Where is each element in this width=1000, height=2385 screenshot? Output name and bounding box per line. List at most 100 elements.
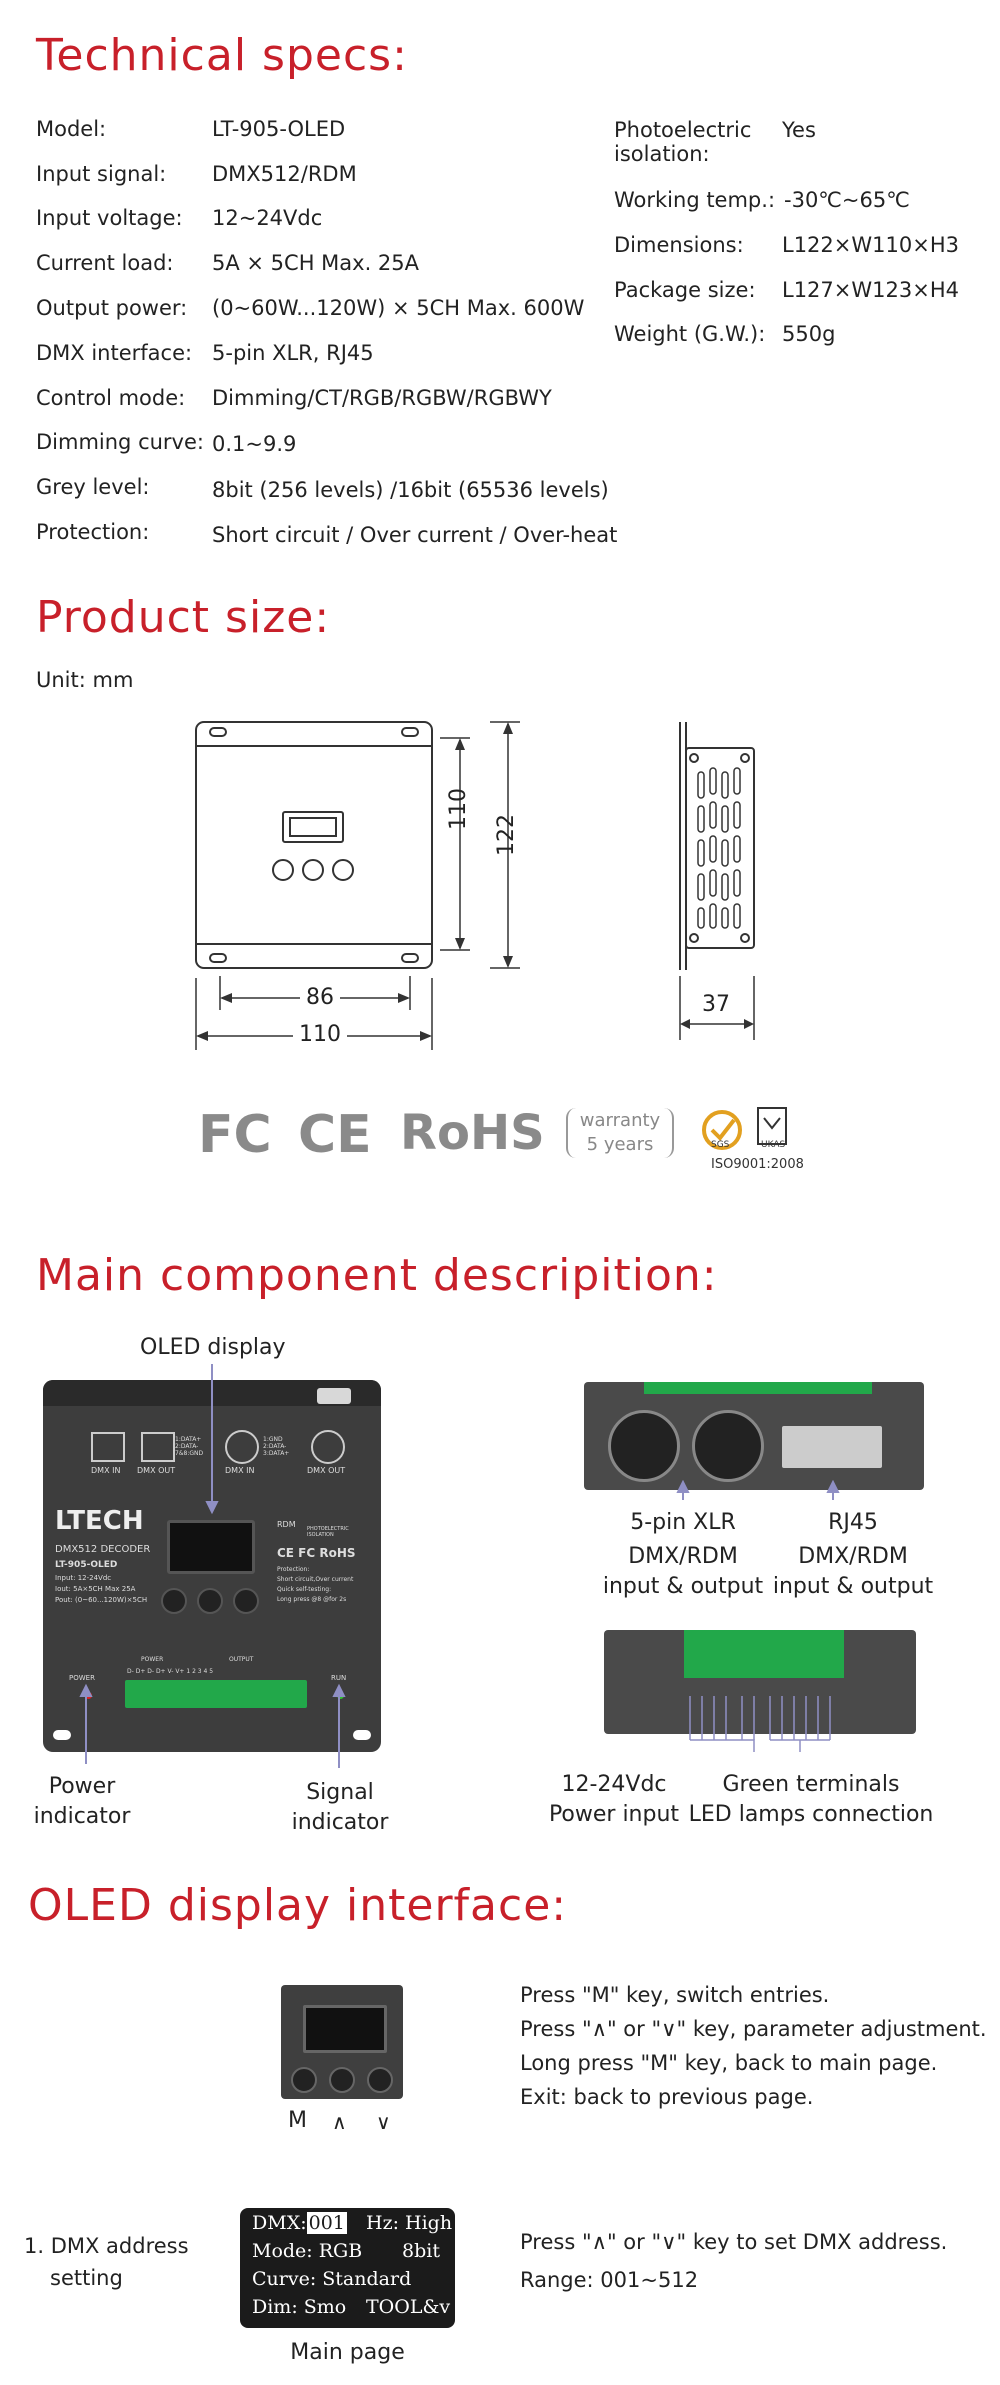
- spec-label-package-size: Package size:: [614, 278, 756, 302]
- power-input-caption: 12-24Vdc Power input: [536, 1770, 692, 1830]
- protection-line: Quick self-testing:: [277, 1586, 332, 1593]
- sgs-ukas-icon: [702, 1107, 787, 1150]
- xlr-caption: 5-pin XLR DMX/RDM input & output: [573, 1508, 793, 1602]
- rj45-connector-icon: [782, 1426, 882, 1468]
- spec-label-input-voltage: Input voltage:: [36, 206, 183, 230]
- oled-mode: Mode: RGB: [252, 2240, 363, 2262]
- key-up-button[interactable]: [329, 2067, 355, 2093]
- spec-value-current-load: 5A × 5CH Max. 25A: [212, 251, 420, 275]
- power-led-label: POWER: [69, 1674, 95, 1682]
- side-view: [679, 722, 755, 970]
- spec-label-output-power: Output power:: [36, 296, 188, 320]
- spec-value-input-signal: DMX512/RDM: [212, 162, 357, 186]
- caption-line: input & output: [772, 1574, 934, 1599]
- device-front-photo: DMX IN DMX OUT DMX IN DMX OUT 1:DATA+ 2:…: [43, 1380, 381, 1752]
- section-title-main-component: Main component descripition:: [36, 1250, 718, 1301]
- caption-line: input & output: [602, 1574, 764, 1599]
- iso-label: ISO9001:2008: [711, 1157, 804, 1172]
- dim-110-vertical: 110: [446, 788, 471, 830]
- side-dimension-lines: [679, 976, 755, 1040]
- key-up-label: ∧: [332, 2110, 347, 2134]
- ce-logo: CE: [298, 1105, 372, 1165]
- spec-label-protection: Protection:: [36, 520, 150, 544]
- key-down-label: ∨: [376, 2110, 391, 2134]
- spec-label-current-load: Current load:: [36, 251, 174, 275]
- horizontal-arrows: [196, 993, 432, 1041]
- mounting-hole: [53, 1730, 71, 1740]
- spec-label-photoelectric: Photoelectric: [614, 118, 752, 142]
- device-button-up: [197, 1588, 223, 1614]
- port-label: DMX IN: [225, 1466, 255, 1475]
- protection-line: Long press @8 @for 2s: [277, 1596, 347, 1603]
- caption-line: DMX/RDM: [628, 1544, 738, 1569]
- spec-value-working-temp: -30℃~65℃: [784, 188, 910, 212]
- output-block-label: OUTPUT: [229, 1656, 254, 1663]
- ukas-label: UKAS: [761, 1140, 786, 1150]
- dimension-drawing: [195, 721, 755, 1050]
- spec-label-isolation: isolation:: [614, 142, 710, 166]
- side-arrows: [680, 1019, 754, 1029]
- vertical-arrows: [455, 722, 513, 968]
- terminal-callouts: [689, 1696, 831, 1752]
- terminal-edge: [644, 1382, 872, 1394]
- spec-label-model: Model:: [36, 117, 107, 141]
- dim-86: 86: [300, 985, 340, 1010]
- spec-value-model: LT-905-OLED: [212, 117, 346, 141]
- oled-dmx-line: DMX:001: [252, 2212, 347, 2234]
- device-cert-marks: CE FC RoHS: [277, 1546, 356, 1560]
- section-title-product-size: Product size:: [36, 592, 331, 643]
- rj45-caption: RJ45 DMX/RDM input & output: [758, 1508, 948, 1602]
- isolation-label: PHOTOELECTRIC ISOLATION: [307, 1526, 349, 1538]
- oled-hz: Hz: High: [366, 2212, 453, 2234]
- instruction-line: Exit: back to previous page.: [520, 2085, 814, 2109]
- brand-logo: LTECH: [55, 1506, 144, 1536]
- device-spec-line: Pout: (0~60...120W)×5CH: [55, 1596, 148, 1604]
- callout-lines: [79, 1364, 346, 1768]
- spec-label-input-signal: Input signal:: [36, 162, 167, 186]
- oled-tool: TOOL&v: [366, 2296, 451, 2318]
- oled-bit: 8bit: [402, 2240, 440, 2262]
- spec-value-weight: 550g: [782, 322, 836, 346]
- port-callouts: [676, 1480, 840, 1500]
- caption-line: Signal: [306, 1780, 374, 1805]
- label-oled-display: OLED display: [140, 1335, 286, 1360]
- spec-label-dmx-interface: DMX interface:: [36, 341, 193, 365]
- run-led-label: RUN: [331, 1674, 347, 1682]
- spec-label-control-mode: Control mode:: [36, 386, 186, 410]
- oled-dmx-value: 001: [306, 2212, 347, 2234]
- green-terminals-caption: Green terminals LED lamps connection: [686, 1770, 936, 1830]
- key-m-button[interactable]: [291, 2067, 317, 2093]
- caption-line: Power input: [548, 1802, 680, 1827]
- main-page-caption: Main page: [290, 2340, 405, 2365]
- key-down-button[interactable]: [367, 2067, 393, 2093]
- device-oled-screen: [167, 1520, 255, 1574]
- oled-dim: Dim: Smo: [252, 2296, 347, 2318]
- device-model: LT-905-OLED: [55, 1560, 118, 1570]
- device-ports-photo: [584, 1382, 924, 1490]
- green-terminals: [684, 1630, 844, 1678]
- spec-value-input-voltage: 12~24Vdc: [212, 206, 323, 230]
- instruction-line: Press "M" key, switch entries.: [520, 1983, 830, 2007]
- sgs-label: SGS: [711, 1140, 730, 1150]
- rj45-port-icon: [141, 1432, 175, 1462]
- xlr-connector-icon: [608, 1410, 680, 1482]
- xlr-connector-icon: [692, 1410, 764, 1482]
- terminal-labels: D- D+ D- D+ V- V+ 1 2 3 4 5: [127, 1668, 214, 1675]
- pin-labels-xlr: 1:GND 2:DATA- 3:DATA+: [263, 1436, 290, 1457]
- product-type: DMX512 DECODER: [55, 1544, 151, 1555]
- device-spec-line: Input: 12-24Vdc: [55, 1574, 112, 1582]
- xlr-port-icon: [225, 1430, 259, 1464]
- front-view: [195, 721, 433, 969]
- item1-label-cont: setting: [50, 2266, 123, 2290]
- device-button-down: [233, 1588, 259, 1614]
- fc-logo: FC: [198, 1105, 272, 1165]
- pin-labels-rj45: 1:DATA+ 2:DATA- 7&8:GND: [175, 1436, 204, 1457]
- caption-line: LED lamps connection: [688, 1802, 934, 1827]
- device-spec-line: Iout: 5A×5CH Max 25A: [55, 1585, 136, 1593]
- caption-line: 12-24Vdc: [561, 1772, 667, 1797]
- instruction-line: Press "∧" or "∨" key, parameter adjustme…: [520, 2017, 987, 2041]
- port-label: DMX OUT: [137, 1466, 176, 1475]
- spec-label-dimensions: Dimensions:: [614, 233, 744, 257]
- dim-122: 122: [494, 814, 519, 856]
- port-label: DMX OUT: [307, 1466, 346, 1475]
